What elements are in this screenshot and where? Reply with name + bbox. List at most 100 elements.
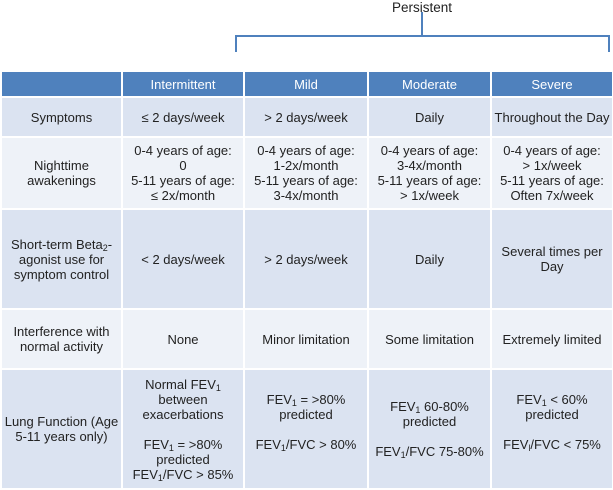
lung-intermittent-fev: Normal FEV1 between exacerbations <box>125 377 241 422</box>
asthma-severity-table: Intermittent Mild Moderate Severe Sympto… <box>0 70 613 490</box>
spacer <box>247 422 365 437</box>
header-intermittent: Intermittent <box>121 70 245 98</box>
interference-severe: Extremely limited <box>490 308 613 370</box>
row-label-nighttime: Nighttime awakenings <box>0 136 123 210</box>
row-label-lung-function: Lung Function (Age 5-11 years only) <box>0 368 123 490</box>
nighttime-severe-line: Often 7x/week <box>510 188 594 203</box>
spacer <box>494 452 610 467</box>
nighttime-mild-line: 1-2x/month <box>273 158 339 173</box>
fev-text: Normal FEV <box>145 376 216 392</box>
row-label-beta-agonist: Short-term Beta2-agonist use for symptom… <box>0 208 123 310</box>
fev-sub: 1 <box>280 442 286 453</box>
nighttime-severe-line: 0-4 years of age: <box>503 143 601 158</box>
row-interference: Interference with normal activity None M… <box>0 308 613 370</box>
nighttime-mild-line: 0-4 years of age: <box>257 143 355 158</box>
fev-sub: 1 <box>157 472 163 483</box>
beta-moderate: Daily <box>367 208 492 310</box>
nighttime-intermittent: 0-4 years of age: 0 5-11 years of age: ≤… <box>121 136 245 210</box>
beta-severe: Several times per Day <box>490 208 613 310</box>
header-moderate: Moderate <box>367 70 492 98</box>
nighttime-intermittent-line: 0-4 years of age: <box>134 143 232 158</box>
row-nighttime: Nighttime awakenings 0-4 years of age: 0… <box>0 136 613 210</box>
nighttime-moderate-line: > 1x/week <box>400 188 459 203</box>
lung-mild-fev-fvc: FEV1/FVC > 80% <box>247 436 365 453</box>
lung-mild-fev-predicted: FEV1 = >80% predicted <box>247 392 365 422</box>
row-label-interference: Interference with normal activity <box>0 308 123 370</box>
fev-text: FEV <box>132 466 158 482</box>
beta-label-sub: 2 <box>102 242 108 253</box>
lung-severe-fev-fvc: FEVl/FVC < 75% <box>494 436 610 453</box>
nighttime-severe: 0-4 years of age: > 1x/week 5-11 years o… <box>490 136 613 210</box>
interference-intermittent: None <box>121 308 245 370</box>
symptoms-intermittent: ≤ 2 days/week <box>121 96 245 138</box>
interference-moderate: Some limitation <box>367 308 492 370</box>
nighttime-mild: 0-4 years of age: 1-2x/month 5-11 years … <box>243 136 369 210</box>
nighttime-moderate-line: 3-4x/month <box>396 158 463 173</box>
interference-mild: Minor limitation <box>243 308 369 370</box>
fev-sub: 1 <box>291 397 297 408</box>
row-lung-function: Lung Function (Age 5-11 years only) Norm… <box>0 368 613 490</box>
row-label-symptoms: Symptoms <box>0 96 123 138</box>
beta-intermittent: < 2 days/week <box>121 208 245 310</box>
lung-moderate-fev-predicted: FEV1 60-80% predicted <box>371 399 488 429</box>
row-beta-agonist: Short-term Beta2-agonist use for symptom… <box>0 208 613 310</box>
fev-sub: 1 <box>168 442 174 453</box>
lung-mild: FEV1 = >80% predicted FEV1/FVC > 80% <box>243 368 369 490</box>
fev-text: FEV <box>143 436 169 452</box>
fev-text: FEV <box>375 444 401 459</box>
fev-text: FEV <box>266 391 292 407</box>
symptoms-severe: Throughout the Day <box>490 96 613 138</box>
beta-label-pre: Short-term Beta <box>10 236 103 252</box>
fev-text: FEV <box>255 436 281 452</box>
lung-moderate-fev-fvc: FEV1/FVC 75-80% <box>371 444 488 460</box>
nighttime-intermittent-line: 0 <box>179 158 187 173</box>
lung-severe-fev-predicted: FEV1 < 60% predicted <box>494 392 610 422</box>
fev-text: FEV <box>516 391 542 407</box>
fev-text: between exacerbations <box>142 391 224 422</box>
header-severe: Severe <box>490 70 613 98</box>
beta-mild: > 2 days/week <box>243 208 369 310</box>
row-symptoms: Symptoms ≤ 2 days/week > 2 days/week Dai… <box>0 96 613 138</box>
spacer <box>247 452 365 467</box>
fev-sub: 1 <box>415 405 421 415</box>
nighttime-mild-line: 3-4x/month <box>273 188 339 203</box>
fev-text: /FVC > 80% <box>285 436 357 452</box>
fev-sub: l <box>528 442 531 453</box>
header-corner <box>0 70 123 98</box>
fev-text: < 60% predicted <box>525 391 588 422</box>
fev-text: FEV <box>390 399 416 414</box>
spacer <box>494 422 610 437</box>
nighttime-severe-line: 5-11 years of age: <box>500 173 604 188</box>
fev-text: = >80% predicted <box>279 391 346 422</box>
fev-text: FEV <box>503 436 529 452</box>
lung-intermittent-fev-predicted: FEV1 = >80% predicted <box>125 437 241 467</box>
nighttime-moderate: 0-4 years of age: 3-4x/month 5-11 years … <box>367 136 492 210</box>
nighttime-severe-line: > 1x/week <box>522 158 582 173</box>
lung-moderate: FEV1 60-80% predicted FEV1/FVC 75-80% <box>367 368 492 490</box>
nighttime-intermittent-line: ≤ 2x/month <box>150 188 216 203</box>
symptoms-moderate: Daily <box>367 96 492 138</box>
nighttime-intermittent-line: 5-11 years of age: <box>131 173 235 188</box>
symptoms-mild: > 2 days/week <box>243 96 369 138</box>
fev-text: /FVC 75-80% <box>405 444 484 459</box>
fev-text: /FVC < 75% <box>530 436 601 452</box>
fev-text: /FVC > 85% <box>162 466 234 482</box>
spacer <box>125 422 241 437</box>
spacer <box>371 429 488 444</box>
persistent-bracket <box>235 12 610 52</box>
fev-sub: 1 <box>215 382 221 393</box>
fev-sub: 1 <box>541 397 547 408</box>
header-mild: Mild <box>243 70 369 98</box>
nighttime-mild-line: 5-11 years of age: <box>254 173 358 188</box>
beta-label-post: -agonist use for symptom control <box>13 236 113 282</box>
lung-severe: FEV1 < 60% predicted FEVl/FVC < 75% <box>490 368 613 490</box>
nighttime-moderate-line: 0-4 years of age: <box>380 143 479 158</box>
fev-text: 60-80% predicted <box>402 399 469 429</box>
persistent-label: Persistent <box>392 0 453 15</box>
lung-intermittent-fev-fvc: FEV1/FVC > 85% <box>125 466 241 483</box>
lung-intermittent: Normal FEV1 between exacerbations FEV1 =… <box>121 368 245 490</box>
nighttime-moderate-line: 5-11 years of age: <box>377 173 482 188</box>
header-row: Intermittent Mild Moderate Severe <box>0 70 613 98</box>
fev-sub: 1 <box>400 450 406 460</box>
fev-text: = >80% predicted <box>156 436 223 467</box>
